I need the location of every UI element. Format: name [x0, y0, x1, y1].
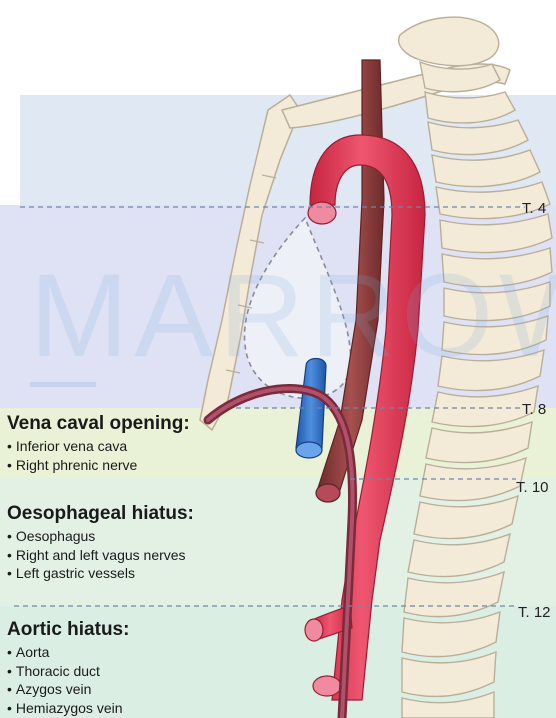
level-label-t10: T. 10 — [516, 479, 549, 496]
list-item: Oesophagus — [7, 527, 194, 546]
section-vena-caval-opening: Vena caval opening: Inferior vena cava R… — [7, 413, 190, 474]
section-title: Oesophageal hiatus: — [7, 503, 194, 525]
aorta-cut-end-lower — [313, 676, 341, 696]
list-item: Right phrenic nerve — [7, 456, 190, 475]
section-oesophageal-hiatus: Oesophageal hiatus: Oesophagus Right and… — [7, 503, 194, 583]
watermark: MARROW — [30, 248, 556, 384]
aorta-cut-end-upper — [308, 202, 336, 224]
section-items: Aorta Thoracic duct Azygos vein Hemiazyg… — [7, 643, 129, 717]
section-items: Oesophagus Right and left vagus nerves L… — [7, 527, 194, 583]
section-title: Vena caval opening: — [7, 413, 190, 435]
oesophagus-opening — [316, 484, 340, 502]
section-items: Inferior vena cava Right phrenic nerve — [7, 437, 190, 474]
level-label-t12: T. 12 — [518, 604, 551, 621]
list-item: Hemiazygos vein — [7, 699, 129, 718]
list-item: Left gastric vessels — [7, 564, 194, 583]
list-item: Right and left vagus nerves — [7, 546, 194, 565]
level-label-t4: T. 4 — [522, 200, 546, 217]
list-item: Azygos vein — [7, 680, 129, 699]
list-item: Inferior vena cava — [7, 437, 190, 456]
list-item: Thoracic duct — [7, 662, 129, 681]
section-title: Aortic hiatus: — [7, 619, 129, 641]
section-aortic-hiatus: Aortic hiatus: Aorta Thoracic duct Azygo… — [7, 619, 129, 717]
list-item: Aorta — [7, 643, 129, 662]
level-label-t8: T. 8 — [522, 401, 546, 418]
